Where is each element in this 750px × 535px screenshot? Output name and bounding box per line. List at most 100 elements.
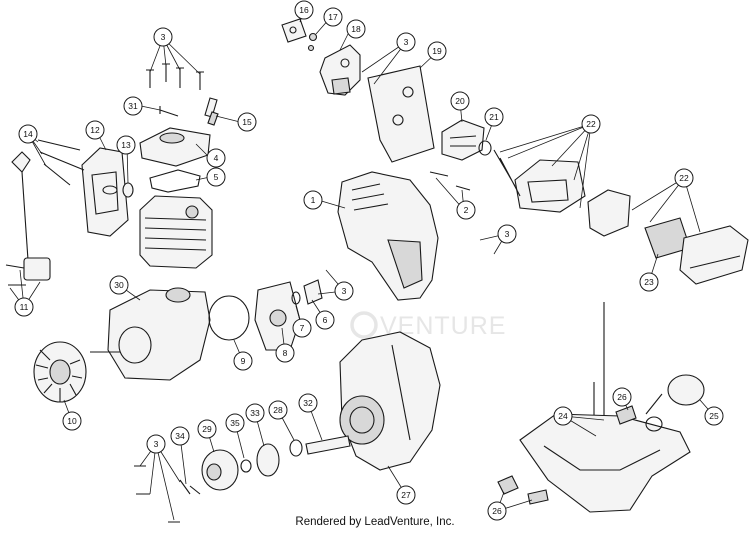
svg-text:12: 12 bbox=[90, 125, 100, 135]
callout-21: 21 bbox=[484, 107, 504, 127]
callout-15: 15 bbox=[237, 112, 257, 132]
svg-text:1: 1 bbox=[311, 195, 316, 205]
svg-text:32: 32 bbox=[303, 398, 313, 408]
callout-9: 9 bbox=[233, 351, 253, 371]
callout-33: 33 bbox=[245, 403, 265, 423]
callout-1: 1 bbox=[303, 190, 323, 210]
callout-6: 6 bbox=[315, 310, 335, 330]
svg-text:11: 11 bbox=[20, 302, 29, 312]
watermark: VENTURE bbox=[350, 311, 505, 340]
svg-text:5: 5 bbox=[214, 172, 219, 182]
callout-19: 19 bbox=[427, 41, 447, 61]
callout-12: 12 bbox=[85, 120, 105, 140]
callout-30: 30 bbox=[109, 275, 129, 295]
svg-text:30: 30 bbox=[114, 280, 124, 290]
svg-text:26: 26 bbox=[617, 392, 627, 402]
engine-cylinder bbox=[139, 195, 213, 269]
svg-text:27: 27 bbox=[401, 490, 411, 500]
svg-text:25: 25 bbox=[709, 411, 719, 421]
svg-text:9: 9 bbox=[241, 356, 246, 366]
svg-text:19: 19 bbox=[432, 46, 442, 56]
callout-20: 20 bbox=[450, 91, 470, 111]
callout-27: 27 bbox=[396, 485, 416, 505]
screws-bottom-left bbox=[134, 465, 180, 523]
callout-28: 28 bbox=[268, 400, 288, 420]
svg-text:16: 16 bbox=[299, 5, 309, 15]
callout-26-top: 26 bbox=[612, 387, 632, 407]
callout-23: 23 bbox=[639, 272, 659, 292]
callout-3-mid-right: 3 bbox=[497, 224, 517, 244]
svg-text:2: 2 bbox=[464, 205, 469, 215]
callout-25: 25 bbox=[704, 406, 724, 426]
svg-text:33: 33 bbox=[250, 408, 260, 418]
fuel-tank bbox=[497, 302, 705, 513]
callout-2: 2 bbox=[456, 200, 476, 220]
engine-shroud bbox=[337, 171, 439, 301]
svg-text:17: 17 bbox=[328, 12, 338, 22]
svg-text:13: 13 bbox=[121, 140, 131, 150]
svg-text:3: 3 bbox=[154, 439, 159, 449]
svg-text:35: 35 bbox=[230, 418, 240, 428]
svg-text:3: 3 bbox=[404, 37, 409, 47]
callout-24: 24 bbox=[553, 406, 573, 426]
flywheel bbox=[33, 341, 87, 403]
svg-text:10: 10 bbox=[67, 416, 77, 426]
callout-3-bottom-left: 3 bbox=[146, 434, 166, 454]
svg-text:3: 3 bbox=[342, 286, 347, 296]
callout-26-bottom: 26 bbox=[487, 501, 507, 521]
ignition-wire bbox=[5, 151, 51, 286]
callout-16: 16 bbox=[294, 0, 314, 20]
svg-text:6: 6 bbox=[323, 315, 328, 325]
callout-18: 18 bbox=[346, 19, 366, 39]
svg-text:4: 4 bbox=[214, 153, 219, 163]
spark-plug bbox=[204, 97, 219, 126]
callout-22-top: 22 bbox=[581, 114, 601, 134]
svg-text:29: 29 bbox=[202, 424, 212, 434]
callout-29: 29 bbox=[197, 419, 217, 439]
svg-text:21: 21 bbox=[489, 112, 499, 122]
callout-11: 11 bbox=[14, 297, 34, 317]
long-bolts bbox=[37, 139, 85, 186]
svg-text:18: 18 bbox=[351, 24, 361, 34]
callout-5: 5 bbox=[206, 167, 226, 187]
screws-top bbox=[146, 63, 204, 90]
callout-13: 13 bbox=[116, 135, 136, 155]
callout-10: 10 bbox=[62, 411, 82, 431]
svg-text:26: 26 bbox=[492, 506, 502, 516]
svg-text:23: 23 bbox=[644, 277, 654, 287]
cylinder-cover bbox=[139, 127, 211, 193]
svg-text:3: 3 bbox=[505, 229, 510, 239]
callout-3-top-left: 3 bbox=[153, 27, 173, 47]
callout-4: 4 bbox=[206, 148, 226, 168]
callout-3-mid: 3 bbox=[334, 281, 354, 301]
render-credit: Rendered by LeadVenture, Inc. bbox=[295, 516, 455, 528]
callout-34: 34 bbox=[170, 426, 190, 446]
callout-14: 14 bbox=[18, 124, 38, 144]
svg-text:15: 15 bbox=[242, 117, 252, 127]
crankcase bbox=[90, 287, 211, 381]
carburetor bbox=[441, 119, 492, 161]
air-filter-cover bbox=[81, 147, 134, 237]
callout-22-right: 22 bbox=[674, 168, 694, 188]
svg-text:7: 7 bbox=[300, 323, 305, 333]
air-filter-housing bbox=[493, 149, 749, 285]
starter-housing bbox=[339, 331, 441, 471]
callout-31: 31 bbox=[123, 96, 143, 116]
callout-3-top-center: 3 bbox=[396, 32, 416, 52]
svg-text:22: 22 bbox=[586, 119, 596, 129]
svg-text:22: 22 bbox=[679, 173, 689, 183]
svg-text:8: 8 bbox=[283, 348, 288, 358]
svg-text:3: 3 bbox=[161, 32, 166, 42]
callout-35: 35 bbox=[225, 413, 245, 433]
svg-text:20: 20 bbox=[455, 96, 465, 106]
clutch-parts bbox=[179, 435, 351, 495]
svg-text:31: 31 bbox=[128, 101, 138, 111]
svg-text:14: 14 bbox=[23, 129, 33, 139]
callout-17: 17 bbox=[323, 7, 343, 27]
callout-32: 32 bbox=[298, 393, 318, 413]
intake-parts bbox=[208, 279, 323, 351]
svg-text:28: 28 bbox=[273, 405, 283, 415]
ignition-module-group bbox=[281, 18, 361, 96]
svg-text:34: 34 bbox=[175, 431, 185, 441]
